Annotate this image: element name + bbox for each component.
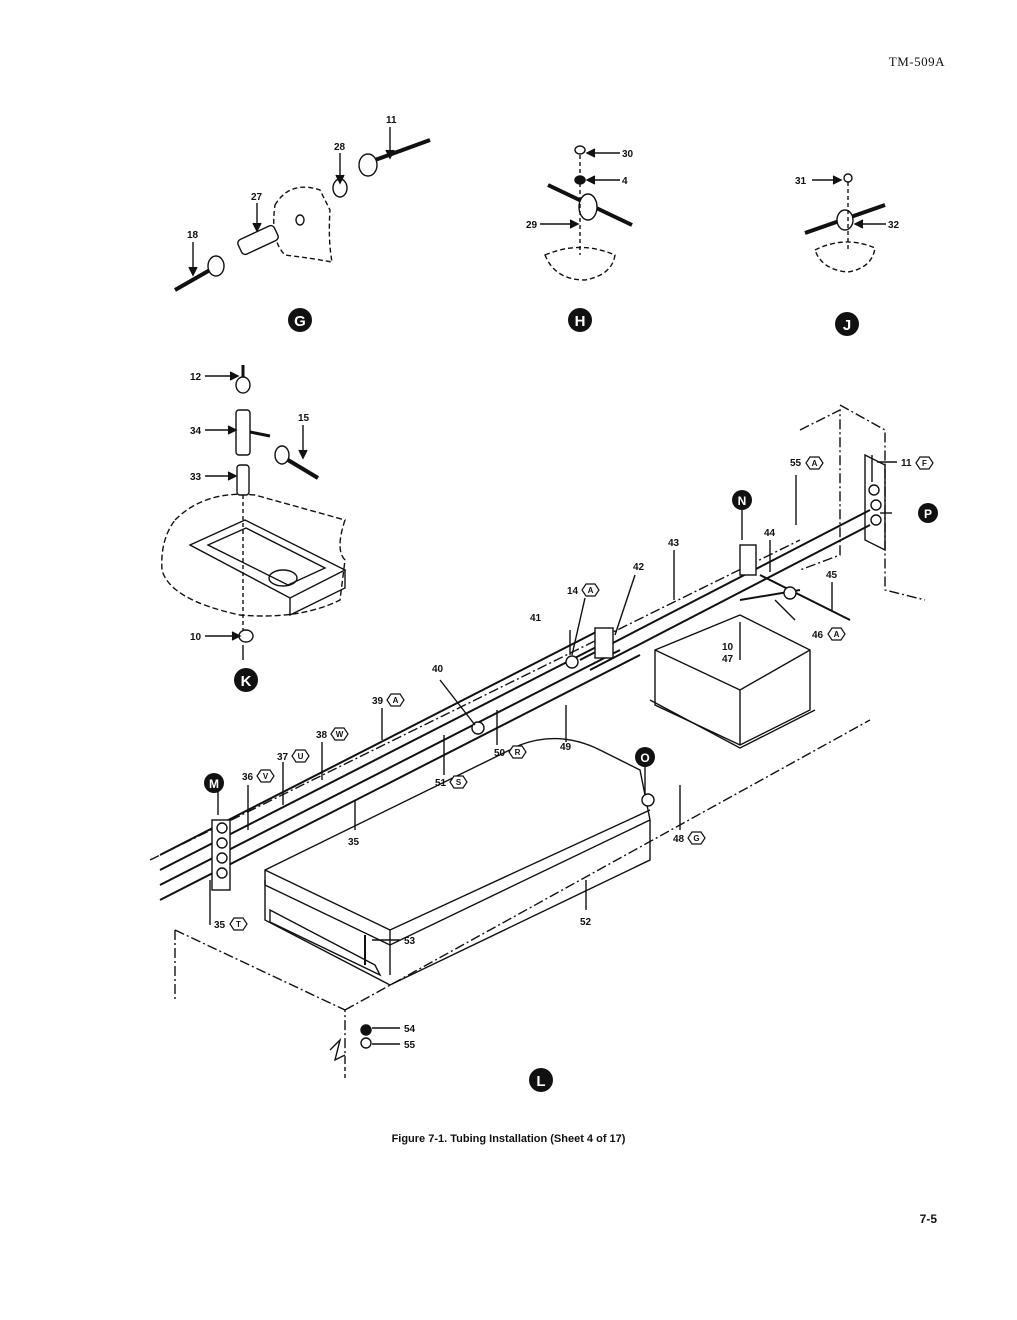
callout-18: 18	[187, 230, 199, 241]
view-h-detail: 30 4 29 H	[526, 145, 634, 332]
tag-f: F	[922, 459, 927, 468]
callout-10: 10	[190, 632, 202, 643]
callout-44: 44	[764, 528, 776, 539]
callout-34: 34	[190, 426, 202, 437]
callout-36v: 36	[242, 772, 254, 783]
view-label-l: L	[536, 1073, 545, 1090]
callout-46a: 46	[812, 630, 824, 641]
callout-40: 40	[432, 664, 444, 675]
callout-35t: 35	[214, 920, 226, 931]
callout-52: 52	[580, 917, 592, 928]
tag-g: G	[693, 834, 699, 843]
callout-48g: 48	[673, 834, 685, 845]
view-g-detail: 11 28 27 18 G	[174, 115, 431, 332]
callout-54: 54	[404, 1024, 416, 1035]
callout-39a: 39	[372, 696, 384, 707]
view-markers: N P M O L	[204, 490, 938, 1092]
view-label-n: N	[738, 494, 747, 508]
page-number: 7-5	[919, 1212, 937, 1226]
hex-tag-letters: F A A A A W U V R S G T	[236, 459, 927, 929]
tag-u: U	[298, 752, 304, 761]
callout-55: 55	[404, 1040, 416, 1051]
callout-50r: 50	[494, 748, 506, 759]
callout-31: 31	[795, 176, 807, 187]
callout-41: 41	[530, 613, 542, 624]
callout-37u: 37	[277, 752, 289, 763]
tag-t: T	[236, 920, 241, 929]
tag-a-39: A	[393, 696, 399, 705]
tag-w: W	[336, 730, 344, 739]
callout-28: 28	[334, 142, 346, 153]
callout-11: 11	[386, 115, 397, 126]
callout-53: 53	[404, 936, 416, 947]
view-label-g: G	[294, 313, 306, 330]
callout-15: 15	[298, 413, 310, 424]
callout-55a: 55	[790, 458, 802, 469]
view-label-k: K	[241, 673, 252, 690]
callout-43: 43	[668, 538, 680, 549]
callout-49: 49	[560, 742, 572, 753]
tag-a-55: A	[812, 459, 818, 468]
callout-30: 30	[622, 149, 634, 160]
callout-10-view-l: 10	[722, 642, 734, 653]
tag-v: V	[263, 772, 269, 781]
callout-51s: 51	[435, 778, 447, 789]
hex-tags	[229, 456, 934, 931]
callout-33: 33	[190, 472, 202, 483]
callout-32: 32	[888, 220, 900, 231]
view-l-callouts: 11 55 44 43 45 46 10 47 42 14 41 40 39 3…	[214, 458, 912, 1051]
callout-12: 12	[190, 372, 202, 383]
callout-4: 4	[622, 176, 628, 187]
callout-14a: 14	[567, 586, 579, 597]
tag-a-14: A	[588, 586, 594, 595]
callout-27: 27	[251, 192, 263, 203]
view-l-assembly	[149, 404, 926, 1080]
tag-s: S	[456, 778, 462, 787]
view-j-detail: 31 32 J	[795, 173, 900, 336]
tag-a-46: A	[834, 630, 840, 639]
view-label-h: H	[575, 313, 586, 330]
callout-47: 47	[722, 654, 734, 665]
tag-r: R	[515, 748, 521, 757]
callout-45: 45	[826, 570, 838, 581]
view-label-p: P	[924, 507, 932, 521]
callout-42: 42	[633, 562, 645, 573]
view-label-j: J	[843, 317, 851, 334]
callout-11f: 11	[901, 458, 912, 469]
document-id: TM-509A	[888, 54, 945, 69]
callout-38w: 38	[316, 730, 328, 741]
view-label-m: M	[209, 777, 219, 791]
view-label-o: O	[640, 751, 649, 765]
view-k-detail: 12 34 15 33 10 K	[161, 365, 347, 692]
figure-caption: Figure 7-1. Tubing Installation (Sheet 4…	[391, 1133, 626, 1145]
callout-35: 35	[348, 837, 360, 848]
callout-29: 29	[526, 220, 538, 231]
